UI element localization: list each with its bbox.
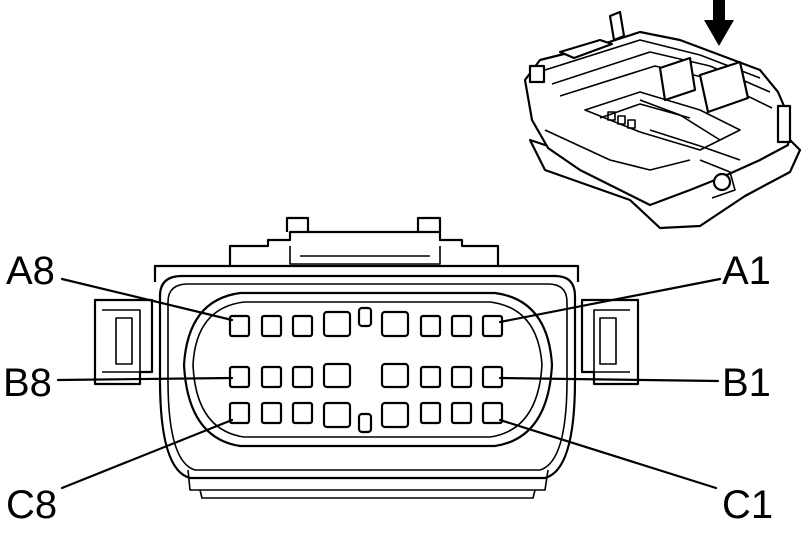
key-bottom — [357, 412, 373, 434]
leader-c1 — [498, 418, 718, 490]
leader-c8 — [60, 418, 234, 490]
leader-b8 — [56, 376, 234, 382]
pin-a4 — [380, 310, 410, 338]
pin-c5 — [322, 401, 352, 429]
label-c1: C1 — [722, 483, 773, 527]
pin-b4 — [380, 362, 410, 389]
row-b-pins — [228, 362, 504, 389]
leader-b1 — [498, 376, 720, 383]
pin-c6 — [291, 401, 314, 425]
row-c-pins — [228, 401, 504, 429]
pin-c4 — [380, 401, 410, 429]
leader-a8 — [60, 277, 234, 322]
pin-c2 — [450, 401, 473, 425]
pin-b3 — [419, 365, 442, 389]
pin-a1 — [481, 314, 504, 338]
pin-a3 — [419, 314, 442, 338]
label-b1: B1 — [722, 361, 771, 405]
down-arrow-icon — [704, 0, 734, 46]
left-ear — [93, 298, 154, 386]
pin-b1 — [481, 365, 504, 389]
top-latch-left — [285, 216, 310, 232]
connector-front-view: A8 A1 B8 B1 C8 C1 — [3, 216, 773, 527]
label-a1: A1 — [722, 249, 771, 293]
pin-c3 — [419, 401, 442, 425]
pin-a5 — [322, 310, 352, 338]
pin-c7 — [260, 401, 283, 425]
pin-a6 — [291, 314, 314, 338]
pin-a7 — [260, 314, 283, 338]
right-ear — [580, 298, 640, 386]
pin-b5 — [322, 362, 352, 389]
pin-a8 — [228, 314, 251, 338]
pin-b7 — [260, 365, 283, 389]
pin-b8 — [228, 365, 251, 389]
outer-shell — [158, 274, 577, 480]
label-b8: B8 — [3, 361, 52, 405]
label-a8: A8 — [6, 249, 55, 293]
pin-c1 — [481, 401, 504, 425]
pin-b2 — [450, 365, 473, 389]
pin-a2 — [450, 314, 473, 338]
key-top — [357, 306, 373, 328]
seal-inner — [192, 301, 543, 438]
row-a-pins — [228, 310, 504, 338]
leader-a1 — [498, 277, 722, 324]
pin-c8 — [228, 401, 251, 425]
top-latch-right — [416, 216, 442, 232]
leader-lines — [56, 277, 722, 490]
pin-b6 — [291, 365, 314, 389]
label-c8: C8 — [6, 483, 57, 527]
connector-3d-inset — [523, 0, 802, 230]
seal-outer — [182, 291, 554, 448]
